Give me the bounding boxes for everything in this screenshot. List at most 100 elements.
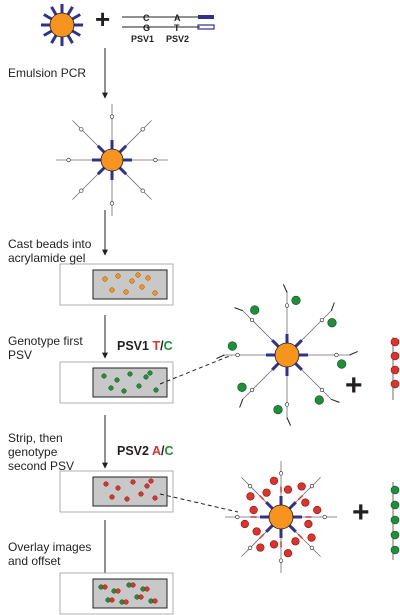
green-probe	[327, 318, 337, 328]
assay-psv2-label: PSV2 A/C	[117, 444, 174, 458]
gel-bead	[152, 290, 158, 296]
primer-spike	[118, 166, 128, 176]
gel-bead	[114, 377, 120, 383]
gel-bead	[108, 385, 114, 391]
gel-slide-2	[59, 361, 174, 404]
psv-site	[140, 127, 145, 132]
psv-site	[284, 303, 290, 308]
gel-bead	[145, 275, 151, 281]
gel-bead	[101, 373, 107, 379]
probe-tail	[331, 398, 340, 403]
red-tick	[258, 494, 265, 501]
psv-site	[79, 127, 84, 132]
red-probe	[256, 543, 265, 552]
red-probe	[390, 337, 400, 347]
red-probe	[313, 505, 322, 515]
bead-core	[274, 342, 300, 368]
psv-site	[235, 352, 240, 358]
step-emulsion-pcr: Emulsion PCR	[8, 66, 87, 80]
bead-core	[49, 12, 75, 38]
red-probe	[269, 476, 279, 485]
primer-spike	[66, 34, 74, 44]
green-probe	[390, 530, 400, 540]
psv-site	[278, 471, 284, 476]
probe-tail	[234, 307, 243, 312]
psv-site	[284, 402, 290, 407]
amplified-bead-icon	[56, 104, 168, 216]
psv2-bottom-base: T	[174, 23, 180, 33]
psv-site	[153, 157, 158, 163]
red-probe	[262, 488, 271, 497]
primer-spike	[71, 13, 81, 21]
gel-bead	[153, 387, 159, 393]
red-probe	[297, 482, 306, 491]
primer-spike	[294, 362, 303, 371]
psv-site	[235, 514, 240, 520]
green-probe	[227, 341, 237, 351]
red-probe	[390, 379, 400, 389]
gel-bead	[102, 276, 108, 282]
primer-spike	[118, 144, 128, 154]
probe-tail	[349, 350, 358, 356]
psv1-top-base: C	[143, 13, 150, 23]
psv-site	[140, 188, 145, 193]
psv-site	[248, 545, 253, 550]
red-tick	[297, 494, 304, 501]
genotyped-bead-psv1-icon	[216, 284, 358, 426]
primer-spike	[50, 6, 58, 16]
plus-sign-psv2: +	[352, 496, 370, 529]
primer-spike	[271, 339, 280, 348]
gel-bead	[115, 273, 121, 279]
gel-bead	[115, 485, 121, 491]
psv-site	[319, 317, 325, 323]
gel-bead	[129, 278, 135, 284]
red-probe	[301, 498, 310, 507]
overlay-red-bead	[123, 599, 129, 605]
gel-bead	[109, 287, 115, 293]
genotyped-bead-psv2-icon	[225, 461, 337, 573]
green-probe	[291, 295, 301, 305]
overlay-red-bead	[115, 588, 121, 594]
red-probe	[390, 351, 400, 361]
primer-spike	[265, 524, 274, 533]
gel-slide-1	[59, 263, 174, 306]
red-tick	[297, 533, 304, 540]
gel-bead	[109, 494, 115, 500]
primer-spike	[271, 362, 280, 371]
primer-spike	[43, 29, 53, 37]
gel-bead	[135, 272, 141, 278]
red-probe	[240, 519, 249, 529]
green-probe	[390, 485, 400, 495]
probe-tail	[216, 354, 225, 360]
psv-site	[309, 545, 314, 550]
probe-tail	[239, 399, 244, 408]
green-probe-strip-icon	[390, 482, 400, 560]
probe-tail	[282, 284, 288, 293]
green-probe	[390, 545, 400, 555]
gel-bead	[138, 491, 144, 497]
primer-spike	[66, 6, 74, 16]
green-probe	[237, 382, 247, 392]
primer-spike	[71, 29, 81, 37]
plus-sign-psv1: +	[345, 369, 363, 402]
psv-site	[319, 387, 325, 393]
psv-site	[309, 484, 314, 489]
overlay-red-bead	[144, 586, 150, 592]
green-probe	[250, 305, 260, 315]
gel-bead	[147, 370, 153, 376]
red-probe	[252, 527, 261, 536]
gel-slide-overlay	[59, 572, 174, 615]
primer-spike	[294, 339, 303, 348]
gel-bead	[121, 388, 127, 394]
green-probe	[390, 515, 400, 525]
plus-sign: +	[95, 4, 110, 34]
primer-spike	[288, 501, 297, 510]
overlay-red-bead	[109, 597, 115, 603]
psv-site	[109, 201, 115, 206]
psv-site	[249, 317, 255, 323]
red-probe	[249, 505, 258, 515]
